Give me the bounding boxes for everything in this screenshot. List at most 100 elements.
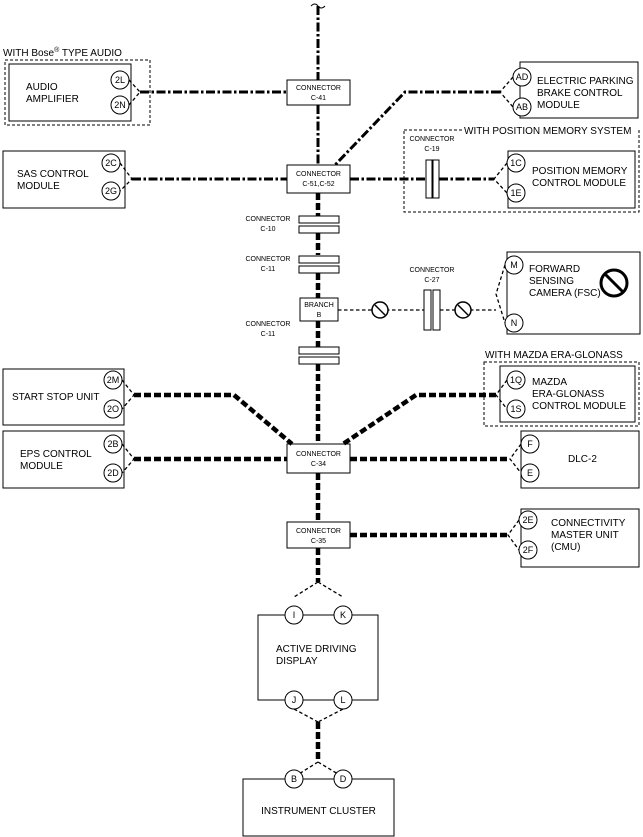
connectivity-master-unit: CONNECTIVITY MASTER UNIT (CMU) 2E 2F	[350, 508, 640, 568]
branch-b: BRANCH B	[299, 297, 339, 322]
wire-break-mark	[310, 3, 326, 9]
audio-pin-2l: 2L	[115, 75, 125, 85]
active-driving-display: ACTIVE DRIVING DISPLAY I K J L	[257, 581, 379, 723]
c27-half-right	[432, 289, 441, 331]
connector-c11a-id: C-11	[261, 266, 276, 273]
audio-amplifier-name-2: AMPLIFIER	[26, 94, 79, 105]
connector-c51-c52: CONNECTOR C-51,C-52	[286, 164, 351, 194]
dlc2-pin-f: F	[527, 439, 533, 449]
adisplay-pin-k: K	[340, 610, 346, 620]
adisplay-name-2: DISPLAY	[276, 656, 318, 667]
era-glonass-pin-1q: 1Q	[510, 375, 522, 385]
adisplay-name-1: ACTIVE DRIVING	[276, 644, 357, 655]
fsc-name-3: CAMERA (FSC)	[529, 288, 601, 299]
adisplay-pin-l: L	[340, 695, 345, 705]
dlc-2: DLC-2 F E	[350, 430, 640, 489]
c27-id: C-27	[424, 277, 439, 284]
connector-c34-word: CONNECTOR	[296, 451, 341, 458]
era-glonass-group-label: WITH MAZDA ERA-GLONASS	[485, 350, 623, 361]
c19-half-right	[432, 159, 440, 199]
no-connection-icon	[371, 301, 389, 319]
c19-half-left	[425, 159, 433, 199]
era-glonass-pin-1s: 1S	[510, 404, 521, 414]
connector-c10-word: CONNECTOR	[246, 216, 291, 223]
position-memory-pin-1e: 1E	[510, 188, 521, 198]
cmu-name-3: (CMU)	[551, 542, 580, 553]
branch-b-word: BRANCH	[304, 302, 334, 309]
fsc-name-2: SENSING	[529, 276, 574, 287]
connector-c10: CONNECTOR C-10	[246, 215, 340, 234]
eps-name-2: MODULE	[20, 461, 63, 472]
sas-control-module: SAS CONTROL MODULE 2C 2G	[2, 150, 287, 209]
eps-pin-2b: 2B	[107, 439, 118, 449]
eps-pin-2d: 2D	[107, 468, 119, 478]
connector-c41-word: CONNECTOR	[296, 85, 341, 92]
connector-c11b-id: C-11	[261, 331, 276, 338]
connector-c51-id: C-51,C-52	[302, 181, 334, 188]
connector-c11-upper: CONNECTOR C-11	[246, 255, 340, 274]
start-stop-name: START STOP UNIT	[12, 392, 99, 403]
cmu-pin-2f: 2F	[523, 545, 534, 555]
position-memory-group-label: WITH POSITION MEMORY SYSTEM	[464, 126, 631, 137]
electric-parking-brake-module: ELECTRIC PARKING BRAKE CONTROL MODULE AD…	[333, 61, 639, 167]
epb-name-3: MODULE	[537, 100, 580, 111]
dlc2-name: DLC-2	[568, 454, 597, 465]
connector-c11b-word: CONNECTOR	[246, 321, 291, 328]
era-glonass-name-1: MAZDA	[532, 377, 567, 388]
sas-name-1: SAS CONTROL	[17, 169, 89, 180]
connector-c35-word: CONNECTOR	[296, 528, 341, 535]
cmu-name-2: MASTER UNIT	[551, 530, 619, 541]
connector-c10-id: C-10	[260, 226, 275, 233]
position-memory-group: WITH POSITION MEMORY SYSTEM CONNECTOR C-…	[350, 125, 640, 213]
trunk-bus	[310, 3, 326, 762]
connector-c41: CONNECTOR C-41	[286, 79, 351, 106]
audio-group-label: WITH Bose® TYPE AUDIO	[3, 46, 122, 59]
connector-c11-lower: CONNECTOR C-11	[246, 321, 340, 365]
audio-amplifier-name-1: AUDIO	[26, 82, 58, 93]
no-connection-icon	[454, 301, 472, 319]
position-memory-box	[507, 150, 636, 209]
fsc-pin-m: M	[510, 260, 518, 270]
epb-name-1: ELECTRIC PARKING	[537, 76, 634, 87]
prohibited-icon	[599, 268, 629, 298]
sas-pin-2c: 2C	[105, 158, 117, 168]
dlc2-pin-e: E	[527, 468, 533, 478]
sas-pin-2g: 2G	[105, 186, 117, 196]
connector-c34: CONNECTOR C-34	[286, 443, 351, 474]
era-glonass-name-2: ERA-GLONASS	[532, 389, 605, 400]
adisplay-pin-i: I	[293, 610, 296, 620]
eps-name-1: EPS CONTROL	[20, 449, 92, 460]
cmu-name-1: CONNECTIVITY	[551, 518, 626, 529]
epb-name-2: BRAKE CONTROL	[537, 88, 623, 99]
connector-c51-word: CONNECTOR	[296, 171, 341, 178]
connector-c34-id: C-34	[311, 461, 326, 468]
cmu-pin-2e: 2E	[522, 515, 533, 525]
branch-b-id: B	[317, 312, 322, 319]
era-glonass-group: WITH MAZDA ERA-GLONASS MAZDA ERA-GLONASS…	[341, 350, 640, 446]
position-memory-pin-1c: 1C	[510, 158, 522, 168]
connector-c11a-word: CONNECTOR	[246, 256, 291, 263]
forward-sensing-camera-group: CONNECTOR C-27 FORWARD SENSING CAMERA (F…	[338, 251, 641, 335]
fsc-name-1: FORWARD	[529, 264, 580, 275]
c19-id: C-19	[424, 146, 439, 153]
c27-half-left	[423, 289, 432, 331]
audio-pin-2n: 2N	[114, 100, 126, 110]
epb-pin-ab: AB	[516, 102, 528, 112]
start-stop-pin-2o: 2O	[107, 404, 119, 414]
sas-name-2: MODULE	[17, 181, 60, 192]
audio-amplifier-group: WITH Bose® TYPE AUDIO AUDIO AMPLIFIER 2L…	[3, 46, 287, 126]
epb-pin-ad: AD	[516, 72, 529, 82]
connector-c41-id: C-41	[311, 95, 326, 102]
start-stop-pin-2m: 2M	[107, 375, 120, 385]
instrument-cluster: INSTRUMENT CLUSTER B D	[242, 761, 395, 837]
c19-word: CONNECTOR	[410, 136, 455, 143]
position-memory-name-2: CONTROL MODULE	[532, 178, 626, 189]
audio-amplifier-box	[8, 63, 132, 122]
fsc-pin-n: N	[511, 318, 518, 328]
eps-control-module: EPS CONTROL MODULE 2B 2D	[2, 430, 287, 489]
start-stop-unit: START STOP UNIT 2M 2O	[2, 368, 294, 446]
era-glonass-name-3: CONTROL MODULE	[532, 401, 626, 412]
adisplay-pin-j: J	[292, 695, 297, 705]
cluster-pin-d: D	[340, 774, 347, 784]
